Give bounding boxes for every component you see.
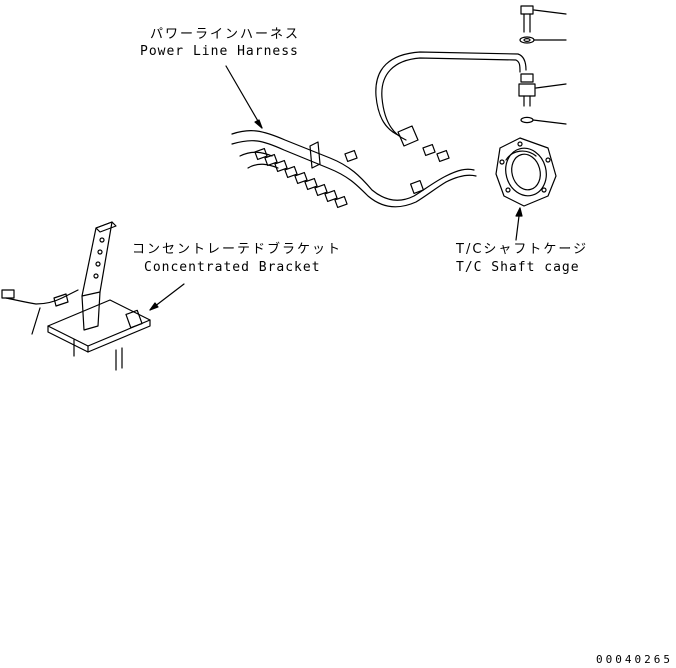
tc-shaft-cage-label-en: T/C Shaft cage	[456, 260, 580, 275]
concentrated-bracket-label-jp: コンセントレーテドブラケット	[132, 242, 343, 257]
concentrated-bracket	[2, 222, 184, 370]
concentrated-bracket-label-en: Concentrated Bracket	[144, 260, 321, 275]
tc-shaft-cage	[496, 138, 556, 240]
power-line-harness-label-en: Power Line Harness	[140, 44, 299, 59]
power-line-harness-label-jp: パワーラインハーネス	[150, 27, 301, 42]
tc-shaft-cage-label-jp: T/Cシャフトケージ	[456, 242, 589, 257]
drawing-code: 00040265	[596, 653, 673, 666]
power-line-harness	[226, 52, 526, 207]
bolt-stack	[519, 6, 566, 124]
